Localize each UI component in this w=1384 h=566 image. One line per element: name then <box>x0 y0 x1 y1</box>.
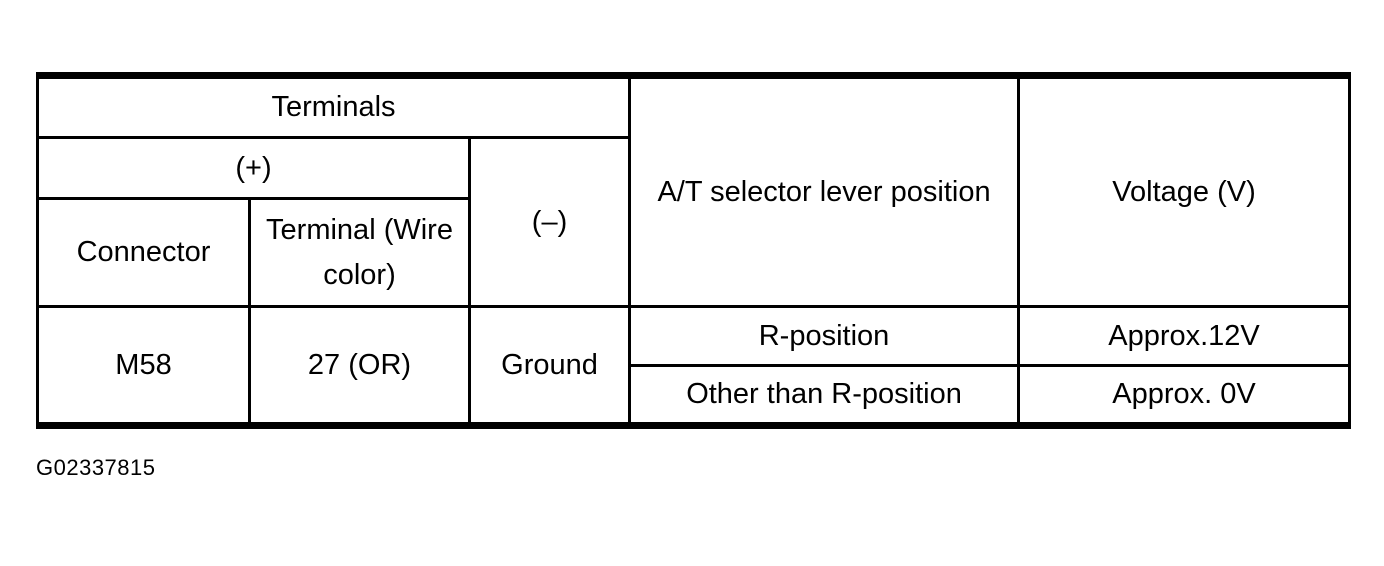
voltage-header-cell: Voltage (V) <box>1017 74 1352 308</box>
figure-id-caption: G02337815 <box>36 455 156 480</box>
selector-position-header-cell: A/T selector lever position <box>628 74 1021 308</box>
page: Terminals A/T selector lever position Vo… <box>35 72 1352 480</box>
r-position-cell: R-position <box>628 305 1021 367</box>
table-row: (+) (–) <box>36 136 1350 308</box>
other-position-cell: Other than R-position <box>628 364 1021 427</box>
table-row: Connector Terminal (Wire color) <box>36 197 1350 308</box>
plus-header-cell: (+) <box>36 136 471 200</box>
connector-value-cell: M58 <box>36 305 251 427</box>
connector-header-cell: Connector <box>36 197 251 308</box>
table-row: Other than R-position Approx. 0V <box>38 364 1352 427</box>
voltage-12v-cell: Approx.12V <box>1017 305 1352 367</box>
voltage-0v-cell: Approx. 0V <box>1017 364 1352 427</box>
ground-value-cell: Ground <box>467 305 632 427</box>
terminal-wire-color-header-cell: Terminal (Wire color) <box>248 197 471 308</box>
minus-header-cell: (–) <box>467 136 632 308</box>
table-row: M58 27 (OR) Ground R-position Approx.12V <box>36 305 1352 427</box>
voltage-check-table: Terminals A/T selector lever position Vo… <box>35 72 1352 429</box>
terminal-value-cell: 27 (OR) <box>248 305 471 427</box>
terminals-header-cell: Terminals <box>35 74 632 139</box>
table-row: Terminals A/T selector lever position Vo… <box>35 74 1352 308</box>
